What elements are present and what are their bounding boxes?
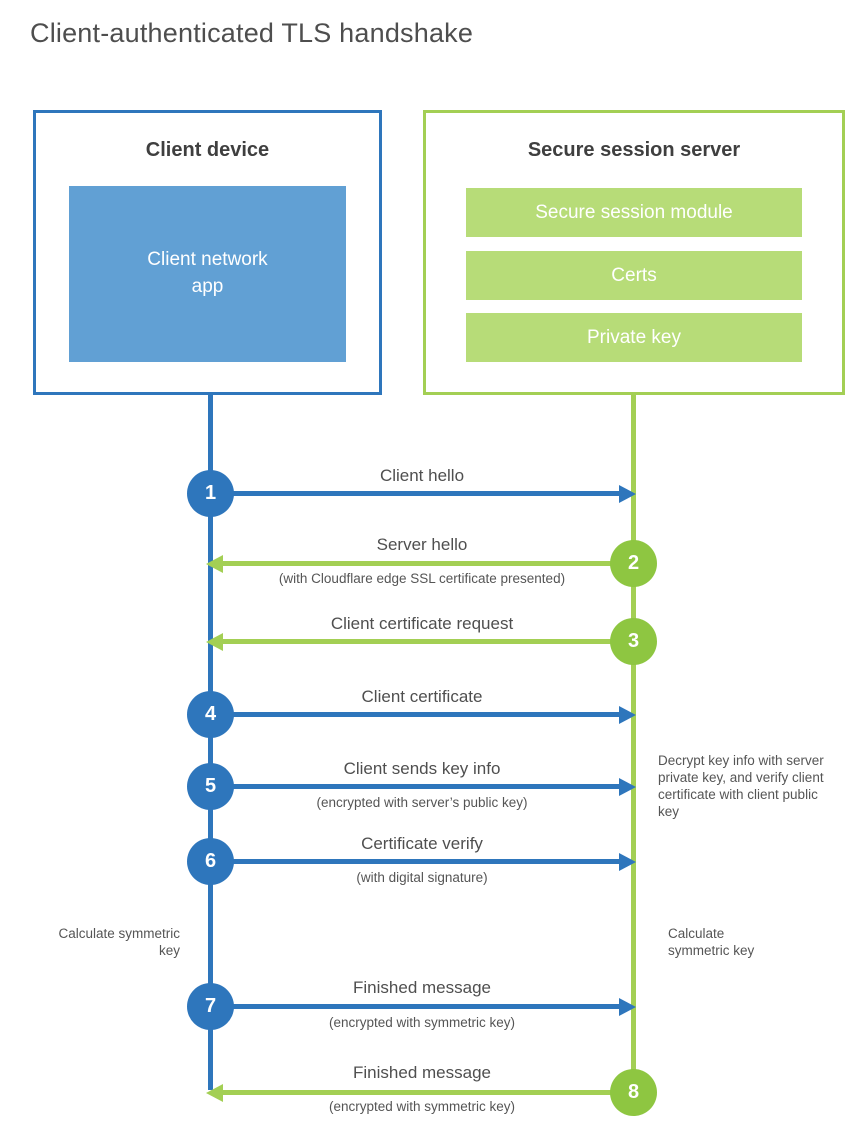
private-key-bar: Private key [466, 313, 802, 362]
page-title: Client-authenticated TLS handshake [30, 18, 474, 48]
step-8-label: Finished message [353, 1063, 491, 1082]
step-3-arrow-line [223, 639, 636, 644]
server-heading: Secure session server [527, 139, 741, 161]
decrypt-note: Decrypt key info with server private key… [658, 753, 824, 819]
step-6-marker: 6 [187, 838, 234, 885]
step-7-arrowhead-icon [619, 998, 636, 1016]
step-7-label: Finished message [353, 978, 491, 997]
step-5-sublabel: (encrypted with server’s public key) [316, 795, 528, 810]
step-3-label: Client certificate request [330, 614, 514, 633]
step-3-arrowhead-icon [206, 633, 223, 651]
step-4-arrowhead-icon [619, 706, 636, 724]
step-4-arrow-line [210, 712, 622, 717]
step-2-arrowhead-icon [206, 555, 223, 573]
secure-session-module-bar: Secure session module [466, 188, 802, 237]
certs-bar: Certs [466, 251, 802, 300]
step-6-label: Certificate verify [361, 834, 483, 853]
client-lifeline [208, 393, 213, 1090]
calculate-symmetric-key-left: Calculate symmetric key [58, 926, 180, 958]
step-2-sublabel: (with Cloudflare edge SSL certificate pr… [278, 571, 566, 586]
step-6-arrowhead-icon [619, 853, 636, 871]
step-1-arrowhead-icon [619, 485, 636, 503]
client-app-label-line2: app [191, 276, 224, 297]
step-5-label: Client sends key info [343, 759, 501, 778]
step-5-arrowhead-icon [619, 778, 636, 796]
server-lifeline [631, 393, 636, 1093]
step-7-sublabel: (encrypted with symmetric key) [328, 1015, 516, 1030]
step-7-arrow-line [210, 1004, 622, 1009]
step-7-marker: 7 [187, 983, 234, 1030]
step-8-sublabel: (encrypted with symmetric key) [328, 1099, 516, 1114]
step-4-marker: 4 [187, 691, 234, 738]
step-6-sublabel: (with digital signature) [356, 870, 488, 885]
step-1-arrow-line [210, 491, 622, 496]
step-8-arrow-line [223, 1090, 636, 1095]
client-device-heading: Client device [145, 139, 270, 161]
step-1-label: Client hello [379, 466, 465, 485]
step-2-arrow-line [223, 561, 636, 566]
step-1-marker: 1 [187, 470, 234, 517]
step-3-marker: 3 [610, 618, 657, 665]
step-8-marker: 8 [610, 1069, 657, 1116]
client-app-label-line1: Client network [147, 249, 268, 271]
step-5-arrow-line [210, 784, 622, 789]
calculate-symmetric-key-right: Calculate symmetric key [668, 926, 755, 958]
step-4-label: Client certificate [361, 687, 483, 706]
step-2-marker: 2 [610, 540, 657, 587]
step-8-arrowhead-icon [206, 1084, 223, 1102]
step-2-label: Server hello [376, 535, 468, 554]
step-6-arrow-line [210, 859, 622, 864]
client-network-app-box: Client network app [69, 186, 346, 362]
step-5-marker: 5 [187, 763, 234, 810]
